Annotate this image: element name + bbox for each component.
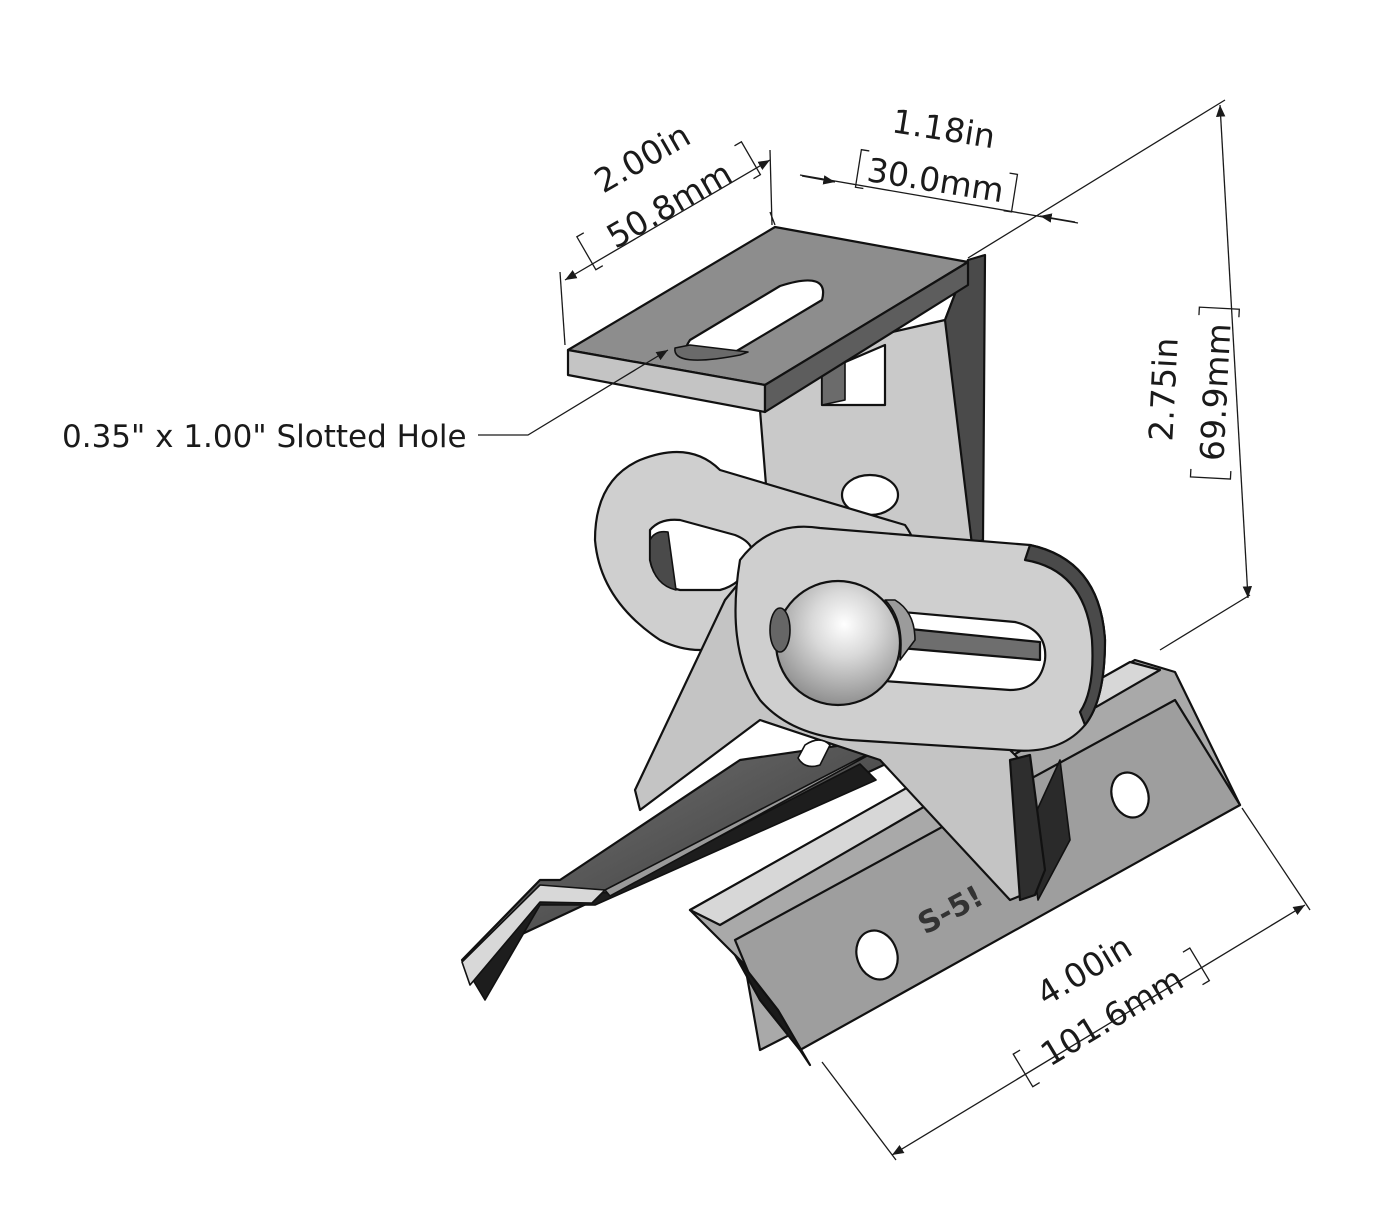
slotted-hole-label: 0.35" x 1.00" Slotted Hole <box>62 419 467 455</box>
dim-depth-top: 1.18in 30.0mm <box>769 101 1079 226</box>
base-left-jaw <box>460 738 907 1001</box>
slotted-hole-callout: 0.35" x 1.00" Slotted Hole <box>62 349 669 455</box>
round-head-bolt-icon <box>769 579 916 707</box>
dim-depth-mm: 30.0mm <box>864 150 1006 210</box>
base-hole-back <box>1110 771 1150 819</box>
upper-l-bracket <box>566 225 987 547</box>
dim-height: 2.75in 69.9mm <box>967 99 1253 651</box>
dim-height-mm: 69.9mm <box>1192 322 1238 462</box>
dim-height-inches: 2.75in <box>1141 337 1185 442</box>
dim-depth-inches: 1.18in <box>889 101 997 156</box>
